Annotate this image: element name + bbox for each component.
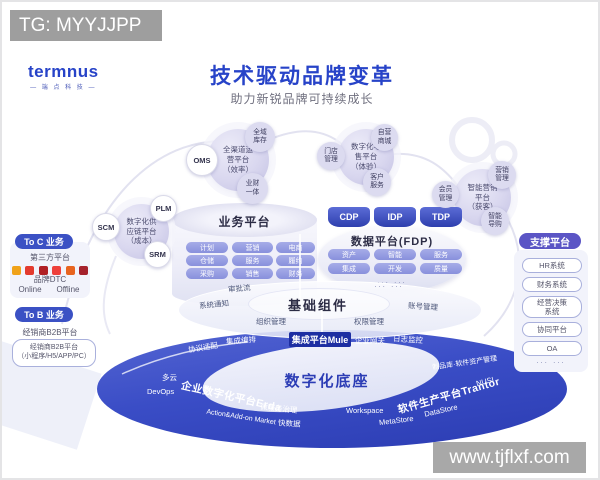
satellite-scm: SCM (92, 213, 120, 241)
support-item-hr: HR系统 (522, 258, 582, 273)
toc-third-party-label: 第三方平台 (30, 253, 70, 262)
support-item-decision: 经营决策 系统 (522, 296, 582, 318)
support-item-finance: 财务系统 (522, 277, 582, 292)
support-more-dots: ... ... (536, 356, 566, 365)
fdp-module-assets: 资产 (328, 249, 370, 260)
satellite-global-inventory: 全域 库存 (245, 122, 275, 152)
cdp-cylinder: CDP (328, 207, 370, 227)
app-icon-2 (25, 266, 35, 275)
business-platform-cylinder-top (172, 203, 317, 237)
brand-logo: termnus — 端 点 科 技 — (28, 62, 99, 91)
support-header-pill: 支撑平台 (519, 233, 581, 249)
base-components-more-dots: ... ... (374, 280, 404, 289)
app-icon-6 (79, 266, 89, 275)
page-subtitle: 助力新锐品牌可持续成长 (230, 92, 374, 106)
tdp-cylinder: TDP (420, 207, 462, 227)
app-icon-3 (38, 266, 48, 275)
tob-header-pill: To B 业务 (15, 307, 73, 322)
app-icon-4 (52, 266, 62, 275)
satellite-self-mall: 自营 商城 (371, 124, 398, 151)
fdp-module-integration: 集成 (328, 263, 370, 274)
label-workspace: Workspace (346, 406, 384, 415)
label-permission-mgmt: 权限管理 (354, 317, 384, 326)
toc-online-label: Online (18, 285, 42, 294)
module-warehouse: 仓储 (186, 255, 228, 266)
fdp-module-intelligence: 智能 (374, 249, 416, 260)
fdp-module-dev: 开发 (374, 263, 416, 274)
label-approval-flow: 审批流 (227, 283, 251, 294)
watermark-bottom: www.tjflxf.com (433, 442, 586, 473)
base-components-inner-ellipse (248, 288, 390, 320)
toc-brand-dtc-label: 品牌DTC (33, 275, 67, 284)
fdp-module-services: 服务 (420, 249, 462, 260)
module-procurement: 采购 (186, 268, 228, 279)
tob-b2b-label: 经销商B2B平台 (22, 328, 78, 337)
watermark-top: TG: MYYJJPP (10, 10, 162, 41)
module-fulfillment: 履约 (276, 255, 315, 266)
base-components-title: 基础组件 (287, 298, 348, 313)
module-finance: 财务 (276, 268, 315, 279)
label-multi-cloud: 多云 (162, 373, 177, 382)
satellite-member-mgmt: 会员 管理 (432, 181, 459, 208)
module-marketing: 营销 (232, 242, 273, 253)
toc-app-icon-row (10, 262, 90, 280)
app-icon-5 (65, 266, 75, 275)
module-service: 服务 (232, 255, 273, 266)
label-devops: DevOps (147, 387, 175, 396)
tob-b2b-pill: 经销商B2B平台 （小程序/H5/APP/PC） (12, 339, 96, 367)
satellite-oms: OMS (186, 144, 218, 176)
toc-header-pill: To C 业务 (15, 234, 73, 249)
app-icon-1 (11, 266, 21, 275)
toc-panel (10, 242, 90, 298)
brand-logo-tagline: — 端 点 科 技 — (30, 85, 97, 91)
watermark-bottom-text: www.tjflxf.com (449, 446, 570, 468)
module-plan: 计划 (186, 242, 228, 253)
satellite-plm: PLM (150, 195, 177, 222)
label-enterprise-gateway: 企业网关 (355, 336, 385, 345)
fdp-module-quality: 质量 (420, 263, 462, 274)
satellite-customer-service: 客户 服务 (363, 168, 391, 196)
label-fast-data: 快数据 (277, 418, 301, 429)
toc-offline-label: Offline (56, 285, 80, 294)
fdp-more-dots: ... ... (377, 276, 407, 285)
satellite-srm: SRM (144, 241, 171, 268)
idp-cylinder: IDP (374, 207, 416, 227)
label-log-monitor: 日志监控 (392, 333, 424, 346)
satellite-biz-finance: 业财 一体 (237, 173, 268, 204)
brand-logo-name: termnus (28, 62, 99, 81)
mule-platform-badge: 集成平台Mule (289, 332, 351, 347)
business-platform-title: 业务平台 (218, 215, 271, 229)
page-title: 技术驱动品牌变革 (210, 65, 394, 88)
module-ecommerce: 电商 (276, 242, 315, 253)
support-item-oa: OA (522, 341, 582, 356)
label-org-mgmt: 组织管理 (256, 317, 286, 326)
watermark-top-text: TG: MYYJJPP (19, 14, 142, 36)
satellite-store-mgmt: 门店 管理 (317, 142, 345, 170)
data-platform-title: 数据平台(FDP) (350, 236, 434, 248)
label-account-mgmt: 账号管理 (407, 300, 439, 313)
foundation-title: 数字化底座 (284, 373, 370, 390)
support-item-collab: 协同平台 (522, 322, 582, 337)
satellite-marketing-mgmt: 营销 管理 (488, 161, 516, 189)
satellite-smart-guide: 智能 导购 (481, 207, 509, 235)
module-sales: 销售 (232, 268, 273, 279)
